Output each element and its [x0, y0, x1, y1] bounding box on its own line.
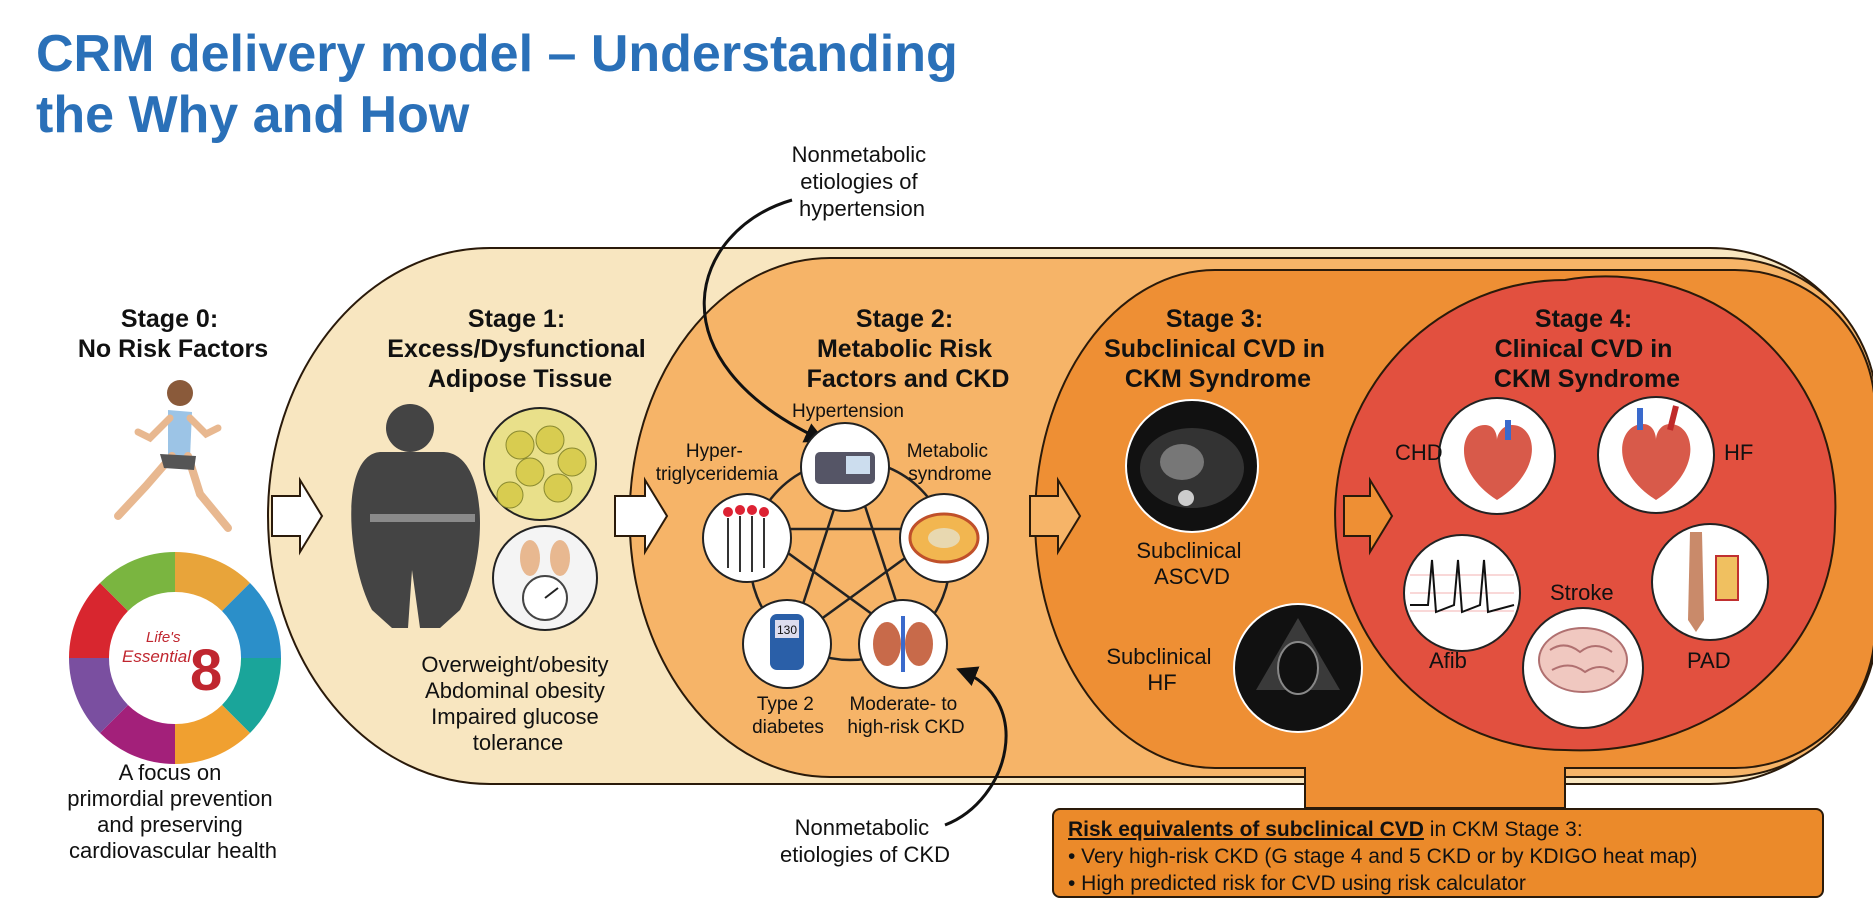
label-hypertension: Hypertension — [792, 401, 904, 422]
label-stroke: Stroke — [1550, 580, 1614, 605]
label-hypertrig-line: triglyceridemia — [656, 464, 779, 485]
stage0-focus-line: A focus on — [119, 760, 222, 785]
kidney-icon — [858, 599, 948, 689]
stage3-title: Stage 3: Subclinical CVD in CKM Syndrome — [1104, 305, 1332, 393]
stage1-title-line: Adipose Tissue — [428, 365, 612, 393]
risk-equivalents-box: Risk equivalents of subclinical CVD in C… — [1052, 808, 1824, 898]
page-title: CRM delivery model – Understanding the W… — [36, 24, 958, 146]
stage1-title-line: Stage 1: — [468, 305, 565, 333]
stage2-title: Stage 2: Metabolic Risk Factors and CKD — [807, 305, 1010, 393]
title-line-1: CRM delivery model – Understanding — [36, 25, 958, 83]
risk-box-bullet: • High predicted risk for CVD using risk… — [1068, 872, 1526, 895]
risk-box-heading-emphasis: Risk equivalents of subclinical CVD — [1068, 818, 1424, 841]
stage4-title-line: CKM Syndrome — [1494, 365, 1680, 393]
lifes-essential-8-icon: Life's Essential 8 — [68, 551, 282, 765]
annotation-htn-line: etiologies of — [800, 169, 918, 194]
label-metabolic-syndrome: Metabolic syndrome — [907, 441, 994, 485]
ct-scan-icon — [1125, 399, 1259, 533]
arrow-stage3-to-4 — [1343, 476, 1394, 556]
label-ckd-line: Moderate- to — [849, 694, 957, 715]
stage4-title: Stage 4: Clinical CVD in CKM Syndrome — [1494, 305, 1680, 393]
label-subclinical-ascvd: Subclinical ASCVD — [1136, 538, 1247, 589]
annotation-htn-line: hypertension — [799, 196, 925, 221]
risk-box-heading: Risk equivalents of subclinical CVD in C… — [1068, 816, 1808, 843]
stage0-title: Stage 0: No Risk Factors — [78, 305, 268, 363]
arrow-stage0-to-1 — [271, 476, 324, 556]
triglyceride-icon — [702, 493, 792, 583]
echocardiogram-icon — [1233, 603, 1363, 733]
adipose-tissue-icon — [483, 407, 597, 521]
annotation-ckd-arrow — [944, 666, 1008, 827]
stage3-title-line: CKM Syndrome — [1125, 365, 1311, 393]
stage3-title-line: Subclinical CVD in — [1104, 335, 1325, 363]
stage0-focus-text: A focus on primordial prevention and pre… — [67, 760, 279, 863]
hf-heart-icon — [1597, 396, 1715, 514]
arrow-stage1-to-2 — [614, 476, 669, 556]
label-metabolic-line: syndrome — [908, 464, 991, 485]
stage1-item: Abdominal obesity — [425, 678, 605, 703]
label-subclinical-hf: Subclinical HF — [1106, 644, 1217, 695]
stage0-focus-line: and preserving — [97, 812, 243, 837]
label-type2-diabetes: Type 2 diabetes — [752, 694, 824, 738]
label-chd: CHD — [1395, 440, 1443, 465]
label-hypertrig-line: Hyper- — [686, 441, 743, 462]
label-ascvd-line: Subclinical — [1136, 538, 1241, 563]
stage1-item: Impaired glucose — [431, 704, 599, 729]
label-ckd-line: high-risk CKD — [847, 717, 964, 738]
stage3-title-line: Stage 3: — [1166, 305, 1263, 333]
annotation-htn-arrow — [702, 198, 826, 443]
stage1-items: Overweight/obesity Abdominal obesity Imp… — [421, 652, 614, 755]
metabolic-syndrome-icon — [899, 493, 989, 583]
stage1-item: tolerance — [473, 730, 564, 755]
stage2-title-line: Metabolic Risk — [817, 335, 992, 363]
stage4-title-line: Stage 4: — [1535, 305, 1632, 333]
label-ascvd-line: ASCVD — [1154, 564, 1230, 589]
title-line-2: the Why and How — [36, 86, 470, 144]
stage2-title-line: Factors and CKD — [807, 365, 1010, 393]
stage2-title-line: Stage 2: — [856, 305, 953, 333]
annotation-htn: Nonmetabolic etiologies of hypertension — [792, 142, 933, 221]
stage0-focus-line: primordial prevention — [67, 786, 272, 811]
chd-heart-icon — [1438, 397, 1556, 515]
stage1-item: Overweight/obesity — [421, 652, 608, 677]
risk-box-heading-rest: in CKM Stage 3: — [1423, 818, 1583, 841]
annotation-ckd-line: etiologies of CKD — [780, 842, 950, 867]
blood-pressure-monitor-icon — [800, 422, 890, 512]
label-afib: Afib — [1429, 648, 1467, 673]
pad-leg-icon — [1651, 523, 1769, 641]
annotation-ckd: Nonmetabolic etiologies of CKD — [780, 815, 950, 867]
label-hf: HF — [1724, 440, 1753, 465]
label-metabolic-line: Metabolic — [907, 441, 988, 462]
glucose-meter-icon: 130 — [742, 599, 832, 689]
brain-stroke-icon — [1522, 607, 1644, 729]
ecg-afib-icon — [1403, 534, 1521, 652]
runner-icon — [114, 380, 232, 532]
stage0-title-line: No Risk Factors — [78, 335, 268, 363]
le8-number: 8 — [190, 638, 222, 703]
obese-silhouette-icon — [351, 404, 481, 628]
label-diabetes-line: diabetes — [752, 717, 824, 738]
arrow-stage2-to-3 — [1029, 476, 1082, 556]
annotation-ckd-line: Nonmetabolic — [795, 815, 930, 840]
label-sub-hf-line: HF — [1147, 670, 1176, 695]
stage0-focus-line: cardiovascular health — [69, 838, 277, 863]
stage0-title-line: Stage 0: — [121, 305, 218, 333]
annotation-htn-line: Nonmetabolic — [792, 142, 927, 167]
label-hypertriglyceridemia: Hyper- triglyceridemia — [656, 441, 779, 485]
label-pad: PAD — [1687, 648, 1731, 673]
glucose-meter-reading: 130 — [777, 623, 797, 637]
label-sub-hf-line: Subclinical — [1106, 644, 1211, 669]
le8-word-1: Life's — [146, 629, 181, 646]
risk-box-bullet: • Very high-risk CKD (G stage 4 and 5 CK… — [1068, 845, 1698, 868]
label-diabetes-line: Type 2 — [757, 694, 814, 715]
label-ckd: Moderate- to high-risk CKD — [847, 694, 964, 738]
le8-word-2: Essential — [122, 647, 192, 666]
stage1-title-line: Excess/Dysfunctional — [387, 335, 645, 363]
stage1-title: Stage 1: Excess/Dysfunctional Adipose Ti… — [387, 305, 652, 393]
scale-icon — [492, 525, 598, 631]
stage4-title-line: Clinical CVD in — [1495, 335, 1673, 363]
